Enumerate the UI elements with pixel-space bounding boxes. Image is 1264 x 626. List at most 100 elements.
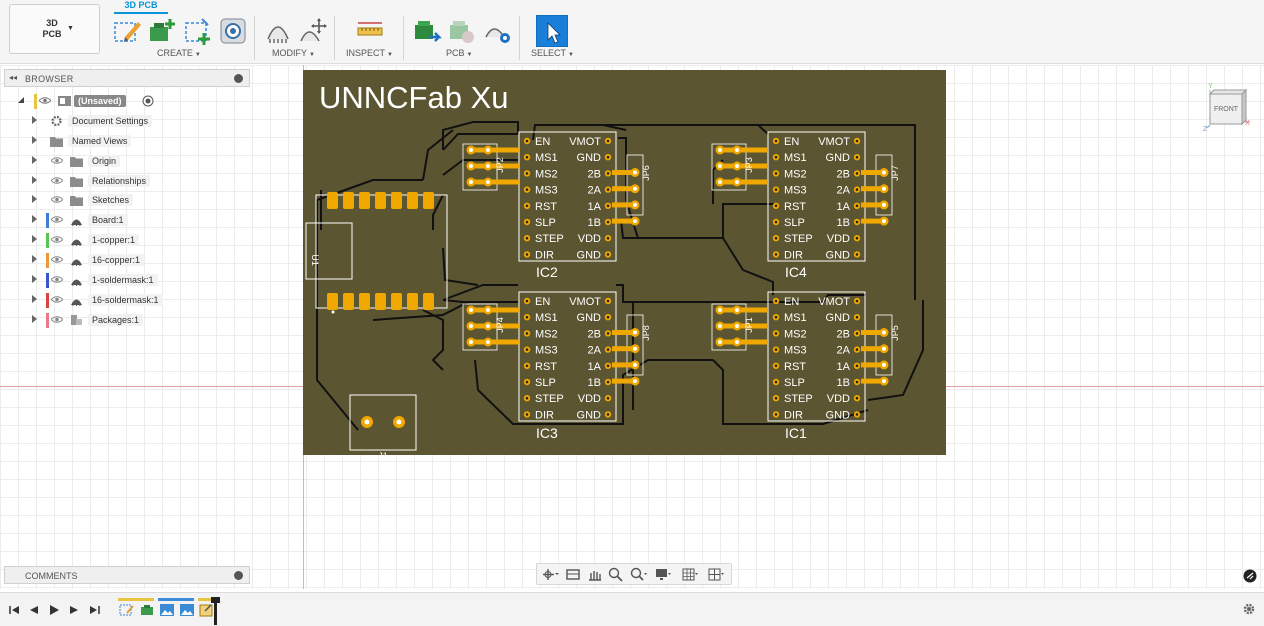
pcb-menu[interactable]: PCB▼ (446, 48, 473, 58)
toolbar-separator (254, 16, 255, 60)
expand-icon[interactable] (32, 254, 37, 263)
look-at-icon[interactable] (564, 567, 582, 582)
pin-hole (606, 396, 610, 400)
browser-item[interactable]: Named Views (32, 133, 212, 150)
eye-icon[interactable] (51, 156, 63, 165)
pin-hole (606, 380, 610, 384)
expand-icon[interactable] (32, 294, 37, 303)
expand-icon[interactable] (32, 215, 37, 224)
step-forward-icon[interactable] (67, 603, 81, 617)
go-to-end-icon[interactable] (88, 603, 102, 617)
browser-item[interactable]: 1-copper:1 (32, 232, 212, 249)
pin-hole (606, 348, 610, 351)
eye-icon[interactable] (51, 195, 63, 204)
eye-icon[interactable] (39, 96, 51, 105)
move-component-icon[interactable] (297, 15, 329, 47)
timeline-outline-feature[interactable] (199, 603, 215, 617)
activate-icon[interactable] (142, 95, 154, 107)
viewcube[interactable]: Y Z X FRONT (1200, 80, 1256, 136)
eye-icon[interactable] (51, 295, 63, 304)
folder-icon (70, 196, 83, 207)
pin-label: 2A (588, 345, 602, 357)
root-label[interactable]: (Unsaved) (74, 95, 126, 107)
expand-icon[interactable] (32, 155, 37, 164)
browser-item[interactable]: Packages:1 (32, 312, 212, 329)
eye-icon[interactable] (51, 315, 63, 324)
workspace-switcher[interactable]: 3D PCB ▼ (9, 4, 100, 54)
viewports-icon[interactable] (708, 567, 726, 582)
expand-icon[interactable] (32, 175, 37, 184)
pcb-settings-icon[interactable] (482, 15, 514, 47)
jumper-trace (720, 179, 768, 185)
browser-header[interactable]: ◂◂ BROWSER (4, 69, 250, 87)
browser-item[interactable]: Sketches (32, 192, 212, 209)
display-settings-icon[interactable] (655, 567, 673, 582)
timeline-marker-head[interactable] (211, 597, 220, 603)
pcb-pull-icon[interactable] (446, 15, 478, 47)
expand-icon[interactable] (32, 274, 37, 283)
timeline-image-feature[interactable] (159, 603, 175, 617)
modify-menu[interactable]: MODIFY▼ (272, 48, 315, 58)
inspect-menu[interactable]: INSPECT▼ (346, 48, 393, 58)
pin-icon[interactable] (234, 74, 243, 83)
pin-label: GND (826, 249, 851, 261)
browser-item[interactable]: Relationships (32, 173, 212, 190)
expand-icon[interactable] (32, 235, 37, 244)
browser-item[interactable]: Document Settings (32, 113, 212, 130)
comments-panel[interactable]: COMMENTS (4, 566, 250, 584)
eye-icon[interactable] (51, 275, 63, 284)
expand-icon[interactable] (32, 314, 37, 323)
gear-icon[interactable] (1242, 602, 1256, 616)
add-comment-icon[interactable] (234, 571, 243, 580)
pan-icon[interactable] (585, 567, 603, 582)
eye-icon[interactable] (51, 215, 63, 224)
create-component-icon[interactable] (146, 15, 178, 47)
pcb-push-icon[interactable] (411, 15, 443, 47)
trace (442, 121, 519, 150)
pin-label: MS2 (784, 168, 807, 180)
expand-icon[interactable] (32, 116, 37, 124)
grid-settings-icon[interactable] (682, 567, 700, 582)
timeline-image-feature[interactable] (179, 603, 195, 617)
create-sketch-icon[interactable] (111, 15, 143, 47)
collapse-icon[interactable]: ◂◂ (9, 73, 18, 82)
zoom-icon[interactable] (607, 567, 625, 582)
tab-3d-pcb[interactable]: 3D PCB (114, 0, 168, 14)
create-outline-icon[interactable] (182, 15, 214, 47)
eye-icon[interactable] (51, 235, 63, 244)
modify-pins-icon[interactable] (262, 15, 294, 47)
eye-icon[interactable] (51, 176, 63, 185)
create-menu[interactable]: CREATE▼ (157, 48, 201, 58)
browser-item[interactable]: Board:1 (32, 212, 212, 229)
smd-pad (407, 293, 418, 310)
browser-item[interactable]: 16-copper:1 (32, 252, 212, 269)
viewcube-face[interactable]: FRONT (1214, 106, 1239, 113)
expand-icon[interactable] (32, 195, 37, 204)
browser-item[interactable]: Origin (32, 153, 212, 170)
timeline-component-feature[interactable] (139, 603, 155, 617)
snap-icon[interactable] (1243, 569, 1257, 583)
pin-hole (525, 396, 529, 400)
jumper-hole (882, 379, 886, 384)
step-back-icon[interactable] (27, 603, 41, 617)
orbit-icon[interactable] (541, 567, 559, 582)
fit-icon[interactable] (629, 567, 647, 582)
go-to-start-icon[interactable] (7, 603, 21, 617)
expanded-icon[interactable] (18, 97, 24, 103)
expand-icon[interactable] (32, 135, 37, 144)
browser-item[interactable]: 16-soldermask:1 (32, 292, 212, 309)
pin-hole (855, 220, 859, 224)
play-icon[interactable] (47, 603, 61, 617)
timeline-sketch-feature[interactable] (119, 603, 135, 617)
eye-icon[interactable] (51, 255, 63, 264)
create-image-icon[interactable] (217, 15, 249, 47)
select-icon[interactable] (536, 15, 568, 47)
browser-item[interactable]: 1-soldermask:1 (32, 272, 212, 289)
browser-root[interactable]: (Unsaved) (18, 93, 158, 110)
package-icon (71, 314, 82, 325)
measure-icon[interactable] (354, 15, 386, 47)
select-menu[interactable]: SELECT▼ (531, 48, 574, 58)
ic-label: IC3 (536, 425, 558, 441)
timeline-marker[interactable] (214, 599, 217, 625)
